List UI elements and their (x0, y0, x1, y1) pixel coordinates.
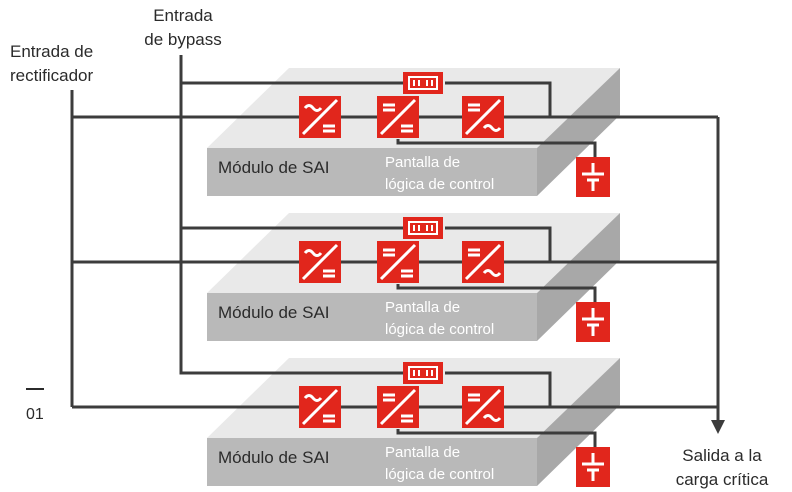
output-label-line2: carga crítica (676, 470, 769, 489)
battery-icon (574, 300, 612, 344)
ups-module-1: Módulo de SAI Pantalla de lógica de cont… (72, 68, 718, 199)
inverter-icon (460, 239, 506, 285)
dc-dc-converter-icon (375, 384, 421, 430)
logic-label-line1: Pantalla de (385, 299, 460, 316)
rectifier-icon (297, 239, 343, 285)
rectifier-icon (297, 384, 343, 430)
module-label: Módulo de SAI (218, 303, 330, 322)
inverter-icon (460, 94, 506, 140)
static-switch-icon (402, 216, 444, 240)
ups-module-3: Módulo de SAI Pantalla de lógica de cont… (72, 358, 718, 489)
rectifier-input-label-line2: rectificador (10, 66, 93, 85)
logic-label-line2: lógica de control (385, 321, 494, 338)
logic-label-line1: Pantalla de (385, 444, 460, 461)
module-label: Módulo de SAI (218, 448, 330, 467)
global-wiring (70, 55, 720, 420)
figure-number: 01 (26, 406, 44, 423)
module-label: Módulo de SAI (218, 158, 330, 177)
output-arrow-icon (711, 420, 725, 434)
battery-icon (574, 445, 612, 489)
logic-label-line2: lógica de control (385, 176, 494, 193)
logic-label-line1: Pantalla de (385, 154, 460, 171)
inverter-icon (460, 384, 506, 430)
dc-dc-converter-icon (375, 94, 421, 140)
output-label-line1: Salida a la (682, 446, 762, 465)
bypass-input-label-line2: de bypass (144, 30, 222, 49)
bypass-input-label-line1: Entrada (153, 6, 213, 25)
static-switch-icon (402, 71, 444, 95)
logic-label-line2: lógica de control (385, 466, 494, 483)
battery-icon (574, 155, 612, 199)
rectifier-input-label-line1: Entrada de (10, 42, 93, 61)
static-switch-icon (402, 361, 444, 385)
rectifier-icon (297, 94, 343, 140)
ups-module-2: Módulo de SAI Pantalla de lógica de cont… (72, 213, 718, 344)
dc-dc-converter-icon (375, 239, 421, 285)
